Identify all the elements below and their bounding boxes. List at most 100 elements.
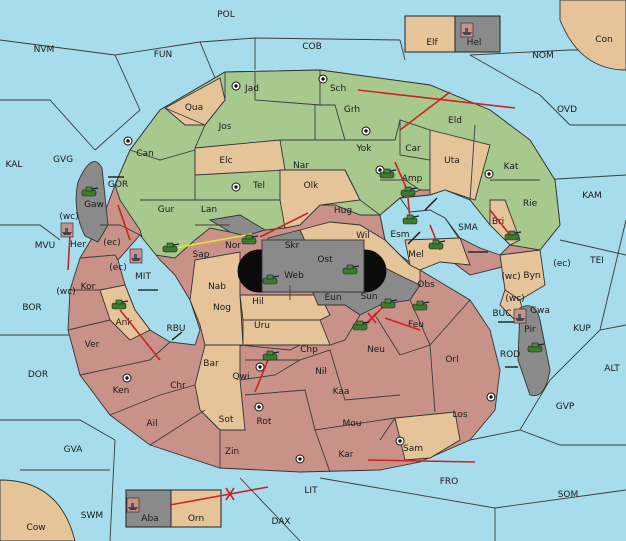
- fleet-unit-f5[interactable]: [126, 497, 140, 513]
- sea-borders: [0, 37, 626, 541]
- sea-label-gva: GVA: [64, 445, 84, 455]
- units: [60, 22, 545, 513]
- arrow-sch-ovd: [357, 89, 516, 109]
- province-label-can: Can: [136, 149, 154, 159]
- army-unit-u1[interactable]: [81, 186, 99, 197]
- province-label-obs: Obs: [417, 280, 435, 290]
- sea-label-gor: GOR: [108, 180, 128, 190]
- inset-elf-hel: [404, 15, 501, 53]
- army-unit-u12[interactable]: [380, 298, 398, 309]
- army-unit-u9[interactable]: [262, 274, 280, 285]
- sea-label-fro: FRO: [440, 477, 459, 487]
- supply-center-dot-rot: [257, 405, 261, 409]
- province-label-yok: Yok: [355, 144, 372, 154]
- province-label-ank: Ank: [115, 318, 133, 328]
- supply-center-dot-sch: [321, 77, 325, 81]
- army-unit-u8[interactable]: [504, 230, 522, 241]
- province-borders: [67, 70, 540, 473]
- sea-label-fun: FUN: [154, 50, 173, 60]
- province-label-olk: Olk: [304, 181, 320, 191]
- province-label-mou: Mou: [343, 419, 362, 429]
- supply-center-dot-zin: [298, 457, 302, 461]
- army-unit-u13[interactable]: [412, 300, 430, 311]
- province-label-mel: Mel: [408, 250, 424, 260]
- province-label-web: Web: [284, 271, 304, 281]
- sea-label-mit: MIT: [135, 272, 151, 282]
- fleet-unit-f1[interactable]: [60, 222, 74, 238]
- army-unit-u5[interactable]: [400, 186, 418, 197]
- arrow-gor: [117, 204, 131, 241]
- coast-tag-5: (ec): [553, 259, 571, 269]
- army-unit-u10[interactable]: [342, 264, 360, 275]
- arrow-lit-aba: [169, 486, 269, 506]
- province-label-qua: Qua: [185, 103, 203, 113]
- coast-tag-3: (wc): [56, 287, 75, 297]
- sea-label-rod: ROD: [500, 350, 520, 360]
- cut-marks: [225, 312, 377, 501]
- province-label-lan: Lan: [201, 205, 217, 215]
- province-label-sam: Sam: [403, 444, 423, 454]
- province-label-gaw: Gaw: [84, 200, 104, 210]
- province-label-esm: Esm: [390, 230, 409, 240]
- coast-tag-1: (ec): [103, 238, 121, 248]
- inset-label-elf: Elf: [426, 38, 438, 48]
- fleet-unit-f3[interactable]: [460, 22, 474, 38]
- province-label-uta: Uta: [444, 156, 460, 166]
- province-label-chp: Chp: [300, 345, 318, 355]
- sea-label-nvm: NVM: [34, 45, 55, 55]
- province-label-kat: Kat: [504, 162, 519, 172]
- supply-center-dot-can: [126, 139, 130, 143]
- province-label-sap: Sap: [193, 250, 210, 260]
- sea-label-alt: ALT: [604, 364, 620, 374]
- province-label-feu: Feu: [408, 320, 424, 330]
- province-label-byn: Byn: [523, 271, 540, 281]
- sea-label-rbu: RBU: [166, 324, 185, 334]
- arrow-sap-nor: [174, 233, 253, 249]
- army-unit-u3[interactable]: [241, 234, 259, 245]
- province-label-jad: Jad: [244, 84, 259, 94]
- province-label-nab: Nab: [208, 282, 226, 292]
- army-unit-u14[interactable]: [527, 342, 545, 353]
- province-label-neu: Neu: [367, 345, 385, 355]
- fleet-unit-f2[interactable]: [129, 248, 143, 264]
- army-unit-u7[interactable]: [428, 239, 446, 250]
- province-label-elc: Elc: [219, 156, 232, 166]
- army-unit-u16[interactable]: [262, 350, 280, 361]
- land-label-cow: Cow: [26, 523, 45, 533]
- province-label-skr: Skr: [285, 241, 300, 251]
- province-label-bri: Bri: [492, 217, 504, 227]
- province-label-ost: Ost: [317, 255, 333, 265]
- army-unit-u6[interactable]: [402, 214, 420, 225]
- arrow-qwi: [254, 354, 271, 393]
- army-unit-u2[interactable]: [162, 242, 180, 253]
- province-label-kar: Kar: [339, 450, 354, 460]
- province-label-sot: Sot: [219, 415, 234, 425]
- province-label-ver: Ver: [85, 340, 100, 350]
- sea-label-dax: DAX: [271, 517, 290, 527]
- fleet-unit-f4[interactable]: [513, 308, 527, 324]
- province-label-chr: Chr: [170, 381, 186, 391]
- province-label-eun: Eun: [324, 293, 341, 303]
- sea-label-gvp: GVP: [556, 402, 575, 412]
- province-label-eld: Eld: [448, 116, 462, 126]
- arrow-kar-fro: [367, 459, 476, 463]
- sea-label-kal: KAL: [6, 160, 23, 170]
- sea-label-tei: TEI: [589, 256, 604, 266]
- sea-label-swm: SWM: [81, 511, 103, 521]
- arrow-feu: [384, 317, 421, 331]
- army-unit-u11[interactable]: [352, 320, 370, 331]
- province-label-nil: Nil: [315, 367, 327, 377]
- army-unit-u15[interactable]: [111, 299, 129, 310]
- province-label-gur: Gur: [158, 205, 175, 215]
- province-label-nog: Nog: [213, 303, 231, 313]
- order-arrows: [67, 89, 516, 506]
- province-label-car: Car: [405, 144, 421, 154]
- province-label-nor: Nor: [225, 241, 241, 251]
- sea-label-ovd: OVD: [557, 105, 577, 115]
- arrow-ank-chr: [119, 309, 161, 361]
- province-label-orl: Orl: [445, 355, 458, 365]
- army-unit-u4[interactable]: [379, 168, 397, 179]
- province-label-hil: Hil: [252, 297, 264, 307]
- province-label-grh: Grh: [344, 105, 360, 115]
